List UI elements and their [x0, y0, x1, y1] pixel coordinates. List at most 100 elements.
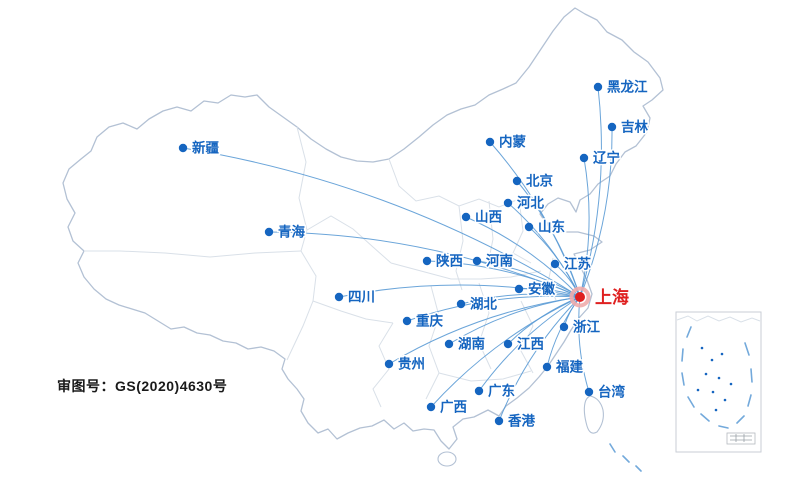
hub-marker: 上海 [569, 286, 631, 309]
inset-island-dot [714, 408, 718, 412]
province-dot [485, 137, 495, 147]
inset-island-dot [710, 358, 714, 362]
inset-dash [681, 372, 685, 386]
province-labels-layer: 新疆黑龙江吉林辽宁内蒙北京河北山西山东青海陕西河南江苏安徽四川湖北重庆浙江湖南江… [191, 77, 651, 430]
inset-dash [687, 396, 695, 408]
province-border-line [390, 262, 542, 280]
inset-island-dot [700, 346, 704, 350]
province-label: 贵州 [398, 356, 425, 372]
taiwan-island [583, 395, 604, 434]
inset-island-dot [696, 388, 700, 392]
flight-line [460, 293, 581, 305]
flight-line [182, 147, 581, 298]
province-dot [503, 339, 513, 349]
inset-dash [718, 425, 729, 429]
province-border-line [312, 300, 394, 324]
province-label: 四川 [348, 290, 375, 305]
province-dot [550, 259, 560, 269]
province-label: 安徽 [528, 281, 556, 297]
province-dot [474, 386, 484, 396]
flight-line [579, 157, 590, 298]
province-label: 浙江 [573, 319, 601, 335]
inset-dash [700, 413, 710, 422]
province-dot [178, 143, 188, 153]
flight-line [579, 126, 613, 298]
province-dot [456, 299, 466, 309]
flight-line [478, 296, 581, 392]
sea-dashes [609, 443, 642, 472]
map-license-text: 审图号：GS(2020)4630号 [57, 378, 228, 394]
province-border-line [372, 322, 394, 408]
flight-line [430, 296, 581, 408]
province-label: 福建 [555, 359, 584, 375]
province-dot [512, 176, 522, 186]
province-label: 陕西 [436, 253, 463, 269]
province-dot [461, 212, 471, 222]
province-dots-layer [178, 82, 617, 426]
province-label: 重庆 [416, 313, 443, 329]
province-dot [514, 284, 524, 294]
province-borders [84, 126, 557, 408]
province-border-line [425, 285, 440, 400]
province-label: 山东 [538, 219, 566, 235]
inset-island-dot [729, 382, 733, 386]
province-label: 湖北 [470, 297, 497, 312]
inset-scale-frame [726, 432, 756, 445]
inset-island-dot [720, 352, 724, 356]
province-label: 广西 [440, 399, 467, 415]
hainan-island [437, 451, 457, 467]
flight-lines-layer [182, 86, 613, 422]
province-label: 湖南 [458, 336, 485, 352]
sea-dash-mark [622, 455, 630, 463]
province-dot [542, 362, 552, 372]
province-dot [503, 198, 513, 208]
province-label: 北京 [526, 173, 553, 189]
province-dot [559, 322, 569, 332]
province-dot [402, 316, 412, 326]
flight-line [426, 260, 581, 298]
province-dot [524, 222, 534, 232]
inset-island-dot [711, 390, 715, 394]
province-label: 香港 [507, 413, 536, 429]
province-label: 山西 [475, 210, 502, 225]
province-label: 台湾 [598, 384, 626, 400]
province-label: 江西 [517, 336, 544, 352]
flight-line [465, 216, 581, 298]
inset-dash [750, 368, 753, 383]
province-label: 河北 [517, 195, 545, 211]
province-dot [593, 82, 603, 92]
province-dot [584, 387, 594, 397]
province-dot [422, 256, 432, 266]
inset-dash [744, 342, 750, 356]
inset-dash [681, 348, 684, 362]
province-label: 河南 [486, 253, 513, 269]
sea-dash-mark [609, 443, 616, 453]
inset-dash [686, 326, 692, 338]
inset-dash-line [681, 326, 753, 429]
flight-line [579, 86, 602, 298]
inset-dash [747, 394, 752, 407]
inset-dash [736, 415, 745, 424]
hub-label: 上海 [595, 287, 629, 307]
province-border-line [520, 300, 534, 374]
province-label: 广东 [488, 383, 516, 399]
province-dot [472, 256, 482, 266]
province-border-line [296, 126, 308, 252]
flight-line [388, 296, 581, 365]
flight-line [406, 295, 581, 322]
province-label: 黑龙江 [607, 79, 648, 95]
inset-frame [675, 311, 762, 453]
province-dot [494, 416, 504, 426]
south-china-sea-inset [675, 311, 762, 453]
province-border-line [306, 215, 392, 264]
province-label: 吉林 [621, 119, 649, 135]
province-label: 青海 [278, 224, 305, 240]
hub-dot [575, 292, 585, 302]
province-dot [264, 227, 274, 237]
province-label: 新疆 [192, 140, 219, 156]
flight-line [338, 284, 581, 298]
inset-island-dot [704, 372, 708, 376]
province-border-line [486, 200, 494, 270]
